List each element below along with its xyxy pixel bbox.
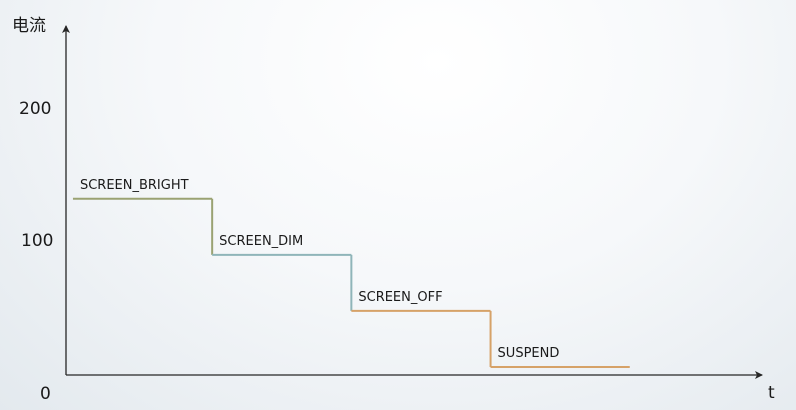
origin-label: 0 xyxy=(40,384,51,404)
x-axis-title: t xyxy=(768,383,775,403)
y-tick-label-100: 100 xyxy=(21,231,53,251)
series-label-suspend: SUSPEND xyxy=(498,346,560,361)
series-label-screen-dim: SCREEN_DIM xyxy=(219,234,303,249)
series-label-screen-off: SCREEN_OFF xyxy=(358,290,442,305)
y-tick-label-200: 200 xyxy=(19,99,51,119)
series-layer: SCREEN_BRIGHT SCREEN_DIM SCREEN_OFF SUSPEND xyxy=(72,178,630,368)
y-axis-title: 电流 xyxy=(12,16,46,36)
series-label-screen-bright: SCREEN_BRIGHT xyxy=(80,178,189,193)
